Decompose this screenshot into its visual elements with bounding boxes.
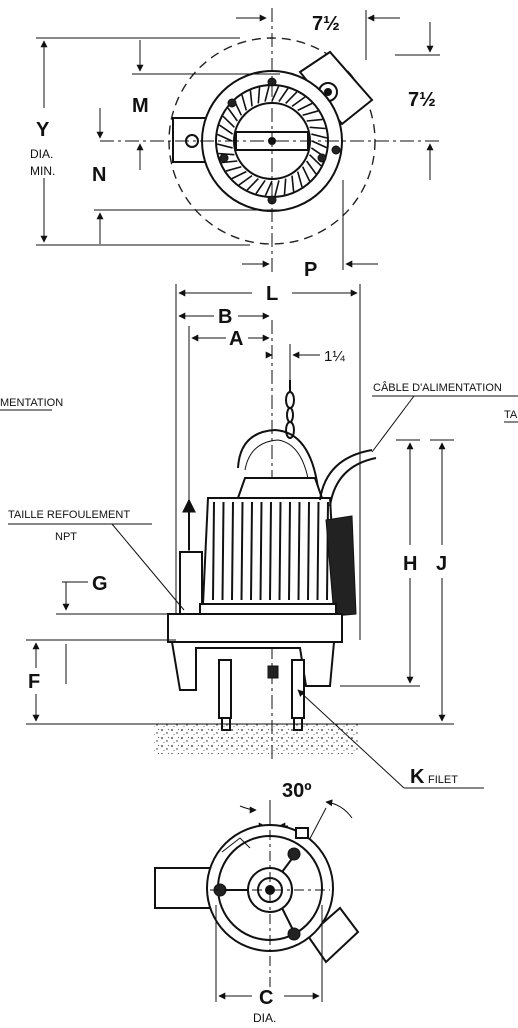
motor-fin [212,501,215,601]
cooling-fin [216,143,233,149]
cooling-fin [231,170,247,180]
motor-fin [307,501,310,601]
motor-fin [221,501,225,601]
motor-fin [288,501,291,601]
cooling-fin [225,165,242,172]
bottom-view: 30º C C DIA. [154,780,360,1025]
cooling-fin [306,118,323,122]
cooling-fin [246,178,259,191]
cooling-fin [296,171,303,188]
motor-fin [259,501,263,601]
cooling-fin [285,91,298,104]
motor-fin [269,501,272,601]
cooling-fin [238,174,253,186]
m-label: M [132,95,149,117]
bolt-icon [331,145,341,155]
ground-gravel [154,724,358,754]
j-label: J [436,553,447,575]
lifting-chain [285,380,295,439]
motor-fin [297,501,301,601]
power-cable-label: CÂBLE D'ALIMENTATION [373,381,502,394]
dim-height-label: 7½ [408,89,436,111]
motor-fin [278,501,282,601]
lifting-handle [237,428,319,489]
volute [170,641,336,691]
angle-label: 30º [282,780,312,802]
cooling-fin [283,178,287,195]
motor-fin [326,501,329,601]
cooling-fin [297,102,313,112]
p-label: P [304,259,317,281]
cooling-fin [227,107,239,122]
y-label: Y [36,119,50,141]
cooling-fin [255,179,266,195]
h-label: H [403,553,417,575]
cooling-fin [217,133,233,142]
k-label: K [410,766,425,788]
discharge-npt-label: NPT [55,531,77,543]
motor-fin [240,501,244,601]
bottom-discharge [154,867,211,909]
cooling-fin [264,85,270,102]
cooling-fin [249,90,253,107]
cooling-fin [274,180,280,197]
f-label: F [28,671,40,693]
cooling-fin [271,86,280,102]
motor-cap [236,477,324,499]
cooling-fin [278,87,289,103]
cooling-fin [222,115,235,128]
discharge-size-label: TAILLE REFOULEMENT [8,509,130,521]
float-switch [325,515,357,617]
pump-flange [167,613,343,643]
motor-fin [250,501,253,601]
y-dia-label: DIA. [30,147,53,161]
cooling-fin [305,160,317,175]
bolt-icon [317,153,327,163]
a-label: A [229,328,243,350]
n-label: N [92,164,106,186]
l-label: L [266,283,278,305]
leg [218,659,232,719]
cooling-fin [291,175,295,192]
cooling-fin [309,154,322,167]
motor-flange [199,603,337,615]
power-cable-left-fragment: MENTATION [0,397,63,409]
cooling-fin [241,94,248,111]
offset-label: 1¼ [324,348,345,365]
k-thread-label: FILET [428,774,458,786]
dim-width-label: 7½ [312,13,340,35]
bolt-icon [219,153,229,163]
cooling-fin [218,152,235,156]
bottom-float-switch [306,906,360,964]
y-min-label: MIN. [30,164,55,178]
cooling-fin [264,180,273,196]
power-cable [319,449,373,501]
top-view: 7½ 7½ Y DIA. MIN. M N P [30,8,440,281]
cooling-fin [257,87,261,104]
cooling-fin [309,126,326,130]
cooling-fin [311,140,327,149]
leg [291,659,305,719]
discharge-pipe [179,551,203,615]
cooling-fin [311,133,328,139]
cooling-fin [301,166,311,182]
c-dia-caption: DIA. [253,1011,276,1025]
b-label: B [218,306,232,328]
g-label: G [92,573,108,595]
cooling-fin [302,110,319,117]
leg-bolt-icon [287,927,301,941]
motor-fins [212,501,329,601]
right-text-fragment: TA [504,409,518,421]
cooling-fin [291,96,306,108]
leg-bolt-icon [287,847,301,861]
motor-fin [316,501,320,601]
side-view: L B A 1¼ [0,283,518,789]
motor-fin [231,501,234,601]
bolt-icon [227,98,237,108]
cooling-fin [218,124,234,135]
c-dia-label: C [259,987,273,1009]
